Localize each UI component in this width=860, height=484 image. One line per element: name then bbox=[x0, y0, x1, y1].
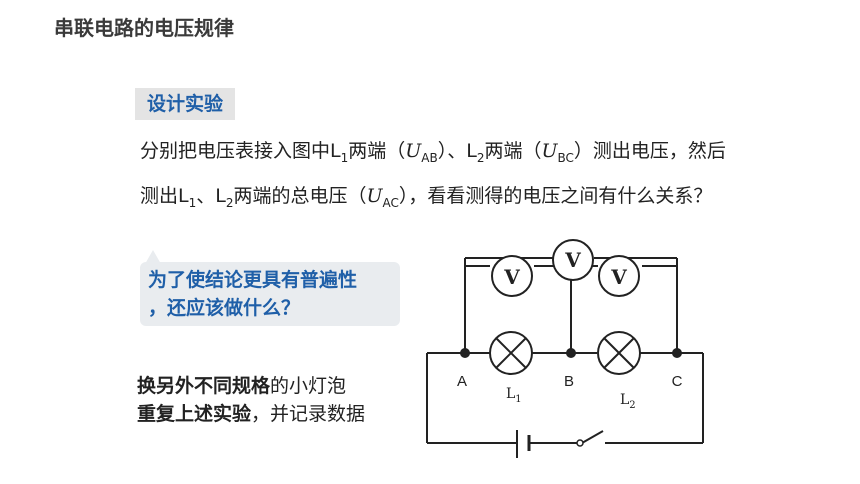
method-answer: 换另外不同规格的小灯泡 重复上述实验，并记录数据 bbox=[137, 375, 366, 425]
point-a-label: A bbox=[457, 373, 467, 390]
question-bubble bbox=[140, 262, 400, 326]
question-bubble-tail bbox=[145, 250, 161, 264]
lamp-l1-label: L1 bbox=[506, 386, 522, 405]
voltmeter-ab bbox=[491, 255, 533, 297]
junction-a bbox=[460, 348, 470, 358]
lamp-l2-label: L2 bbox=[620, 392, 636, 411]
junction-c bbox=[672, 348, 682, 358]
voltmeter-ac bbox=[552, 239, 594, 281]
voltmeter-ac-symbol: V bbox=[564, 248, 581, 272]
voltmeter-bc-symbol: V bbox=[610, 265, 627, 289]
junction-b bbox=[566, 348, 576, 358]
voltmeter-bc bbox=[598, 255, 640, 297]
experiment-description: 分别把电压表接入图中L1两端（UAB）、L2两端（UBC）测出电压，然后测出L1… bbox=[140, 140, 726, 210]
question-text: 为了使结论更具有普遍性 ，还应该做什么？ bbox=[148, 269, 358, 319]
lamp-l1 bbox=[489, 331, 533, 375]
point-c-label: C bbox=[672, 373, 683, 390]
switch-contact bbox=[576, 439, 584, 447]
lamp-l2 bbox=[597, 331, 641, 375]
point-b-label: B bbox=[564, 373, 574, 390]
circuit-diagram: V V V A B C L1 L2 bbox=[426, 239, 704, 458]
voltmeter-ab-symbol: V bbox=[503, 265, 520, 289]
design-experiment-label: 设计实验 bbox=[135, 88, 235, 120]
page-title: 串联电路的电压规律 bbox=[54, 16, 234, 40]
